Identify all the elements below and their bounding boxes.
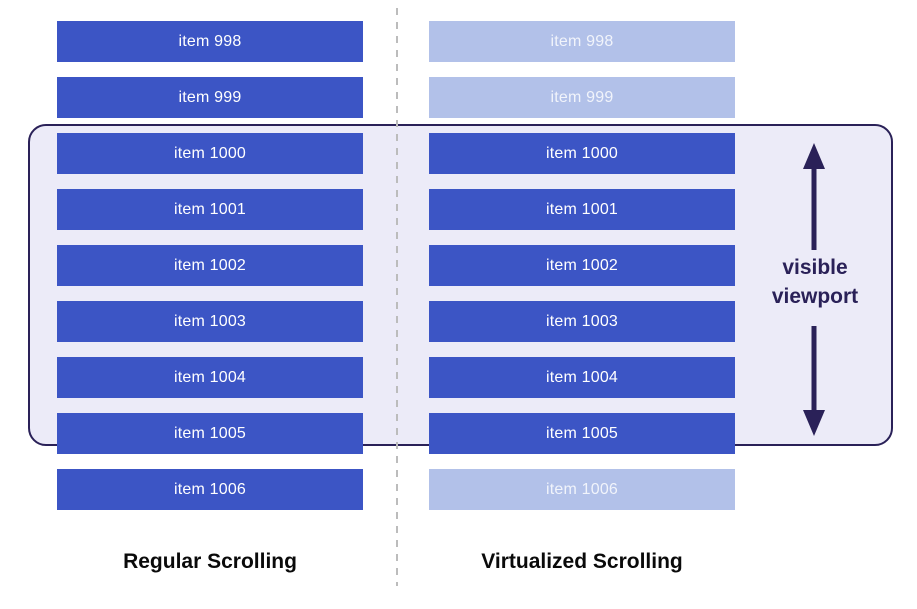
list-item: item 1006 [429,469,735,510]
list-item: item 1005 [429,413,735,454]
visible-viewport-label-line1: visible [782,256,848,279]
regular-scrolling-column: item 998 item 999 item 1000 item 1001 it… [57,21,363,510]
list-item: item 1004 [429,357,735,398]
arrow-up-icon [803,143,825,250]
list-item: item 1000 [57,133,363,174]
list-item: item 998 [429,21,735,62]
list-item: item 998 [57,21,363,62]
list-item: item 1002 [429,245,735,286]
list-item: item 1006 [57,469,363,510]
list-item: item 1003 [429,301,735,342]
list-item: item 1003 [57,301,363,342]
regular-scrolling-title: Regular Scrolling [123,550,297,573]
visible-viewport-label: visible viewport [757,253,873,311]
virtualized-scrolling-title: Virtualized Scrolling [481,550,683,573]
list-item: item 1002 [57,245,363,286]
list-item: item 1001 [57,189,363,230]
list-item: item 1004 [57,357,363,398]
virtualized-scrolling-column: item 998 item 999 item 1000 item 1001 it… [429,21,735,510]
list-item: item 999 [429,77,735,118]
column-divider [396,8,398,586]
list-item: item 1005 [57,413,363,454]
visible-viewport-label-line2: viewport [771,285,859,308]
list-item: item 1001 [429,189,735,230]
list-item: item 999 [57,77,363,118]
list-item: item 1000 [429,133,735,174]
arrow-down-icon [803,326,825,436]
